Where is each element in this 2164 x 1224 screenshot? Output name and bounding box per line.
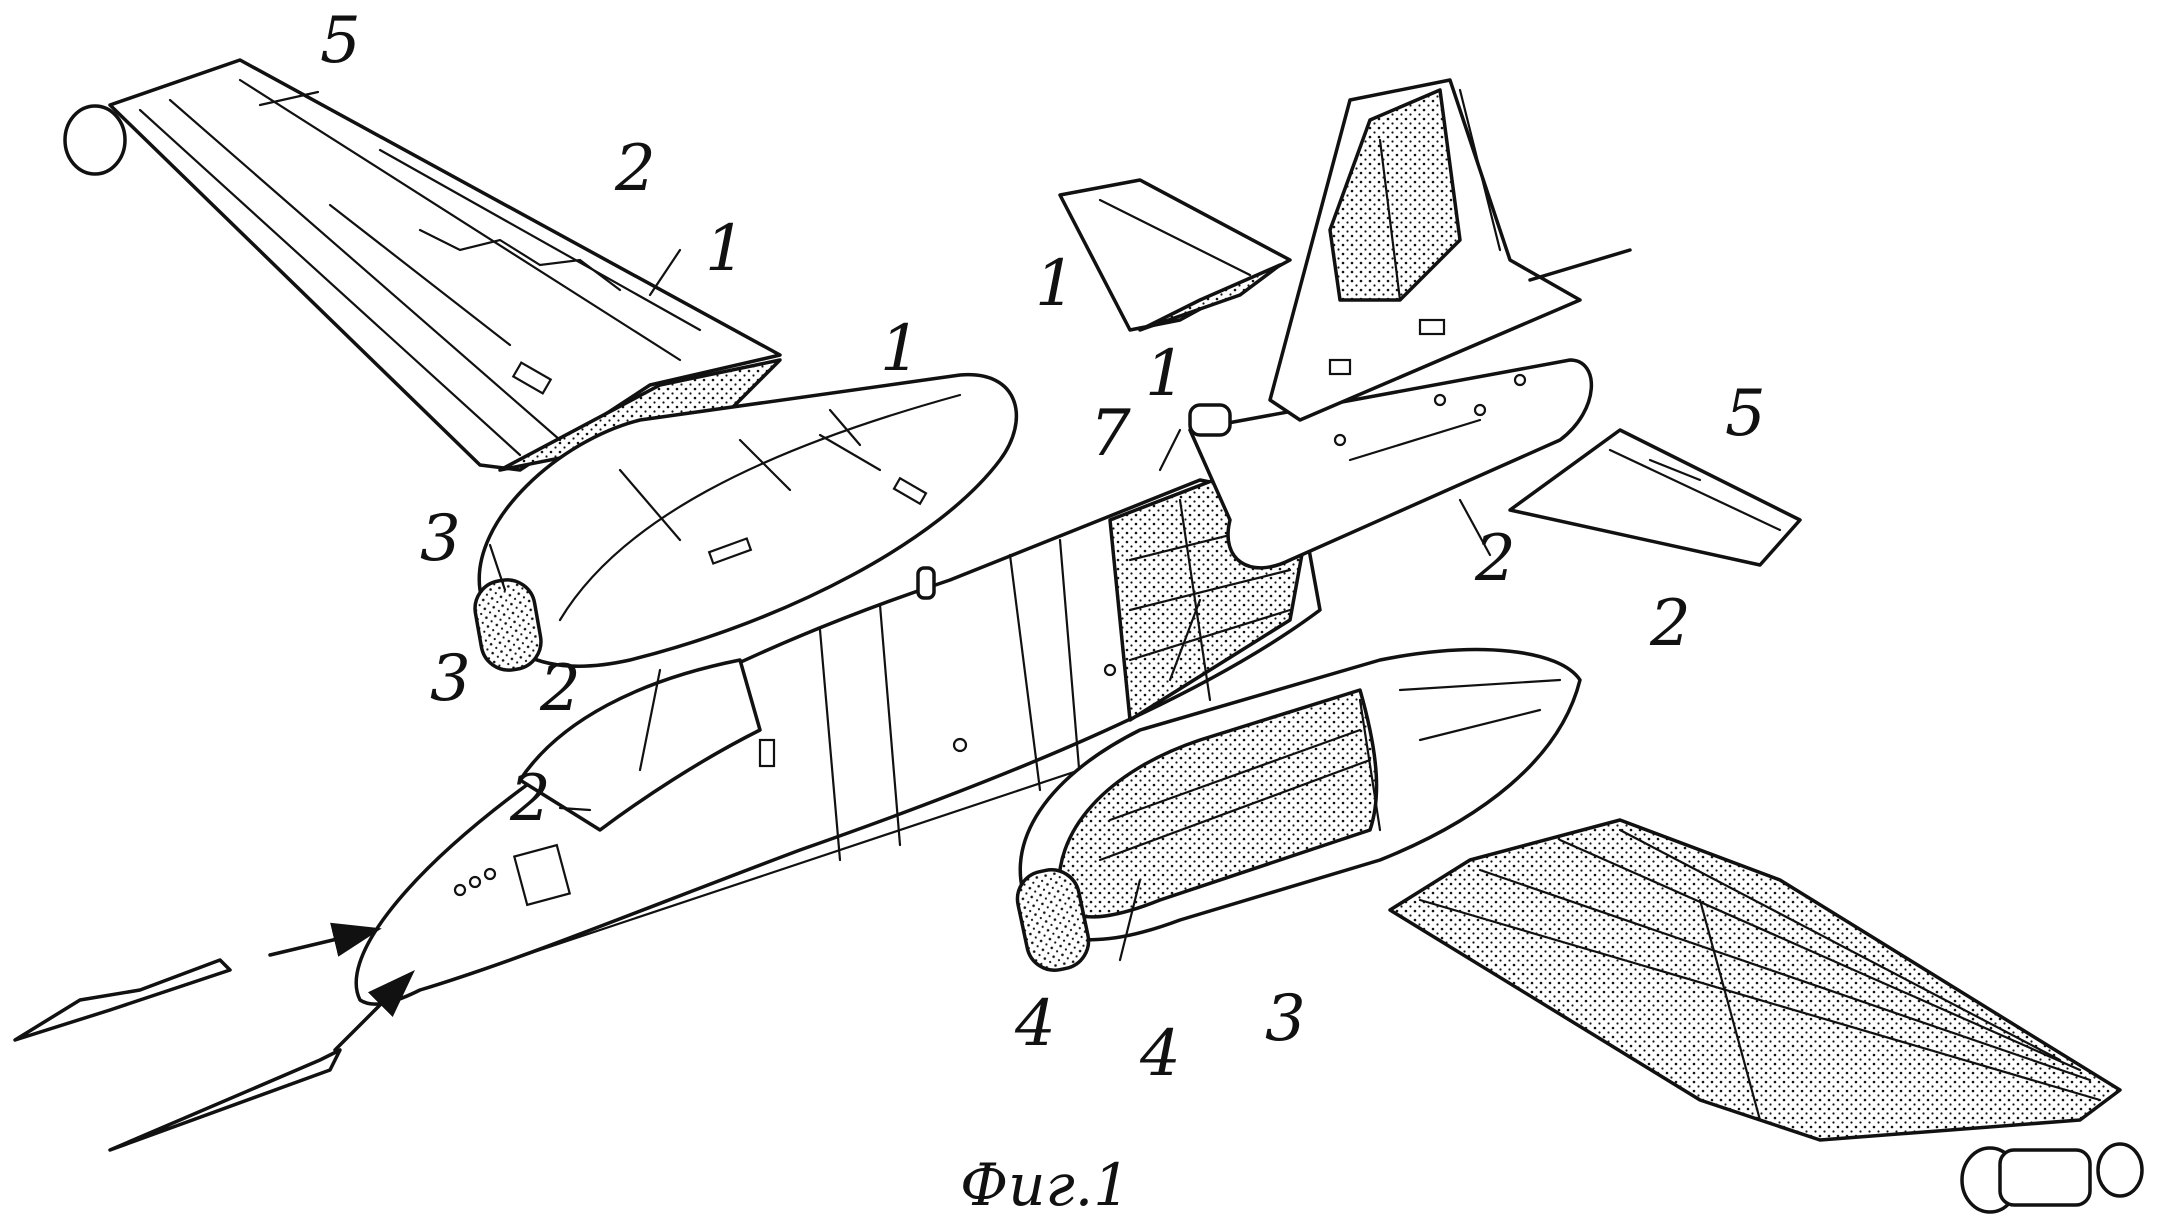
label-left-wing-tip: 5 bbox=[320, 4, 361, 78]
label-insert-frame: 7 bbox=[1090, 397, 1131, 471]
detached-parts bbox=[15, 930, 410, 1150]
label-fuselage-mid: 2 bbox=[539, 652, 581, 726]
label-left-nacelle-inlet: 3 bbox=[430, 642, 471, 716]
label-stabilizer-right: 5 bbox=[1725, 377, 1766, 451]
label-fin-root: 1 bbox=[1145, 337, 1186, 411]
label-right-nacelle-top: 2 bbox=[1649, 587, 1691, 661]
label-fuselage-nose: 2 bbox=[509, 762, 551, 836]
left-wing-panel bbox=[65, 60, 780, 470]
label-right-nacelle-rib-b: 4 bbox=[1139, 1017, 1181, 1091]
label-right-nacelle-bottom: 3 bbox=[1265, 982, 1306, 1056]
label-left-wing-leading: 3 bbox=[420, 502, 461, 576]
left-stabilizer bbox=[1060, 180, 1290, 330]
label-right-nacelle-rib-a: 4 bbox=[1014, 987, 1056, 1061]
label-left-wing-root: 1 bbox=[705, 212, 746, 286]
right-wing-panel bbox=[1390, 820, 2142, 1212]
figure-caption: Фиг.1 bbox=[960, 1151, 1130, 1219]
label-left-nacelle-top: 1 bbox=[880, 312, 921, 386]
label-rear-fuselage: 2 bbox=[1474, 522, 1516, 596]
label-left-wing-mid: 2 bbox=[614, 132, 656, 206]
label-stabilizer-left: 1 bbox=[1035, 247, 1076, 321]
